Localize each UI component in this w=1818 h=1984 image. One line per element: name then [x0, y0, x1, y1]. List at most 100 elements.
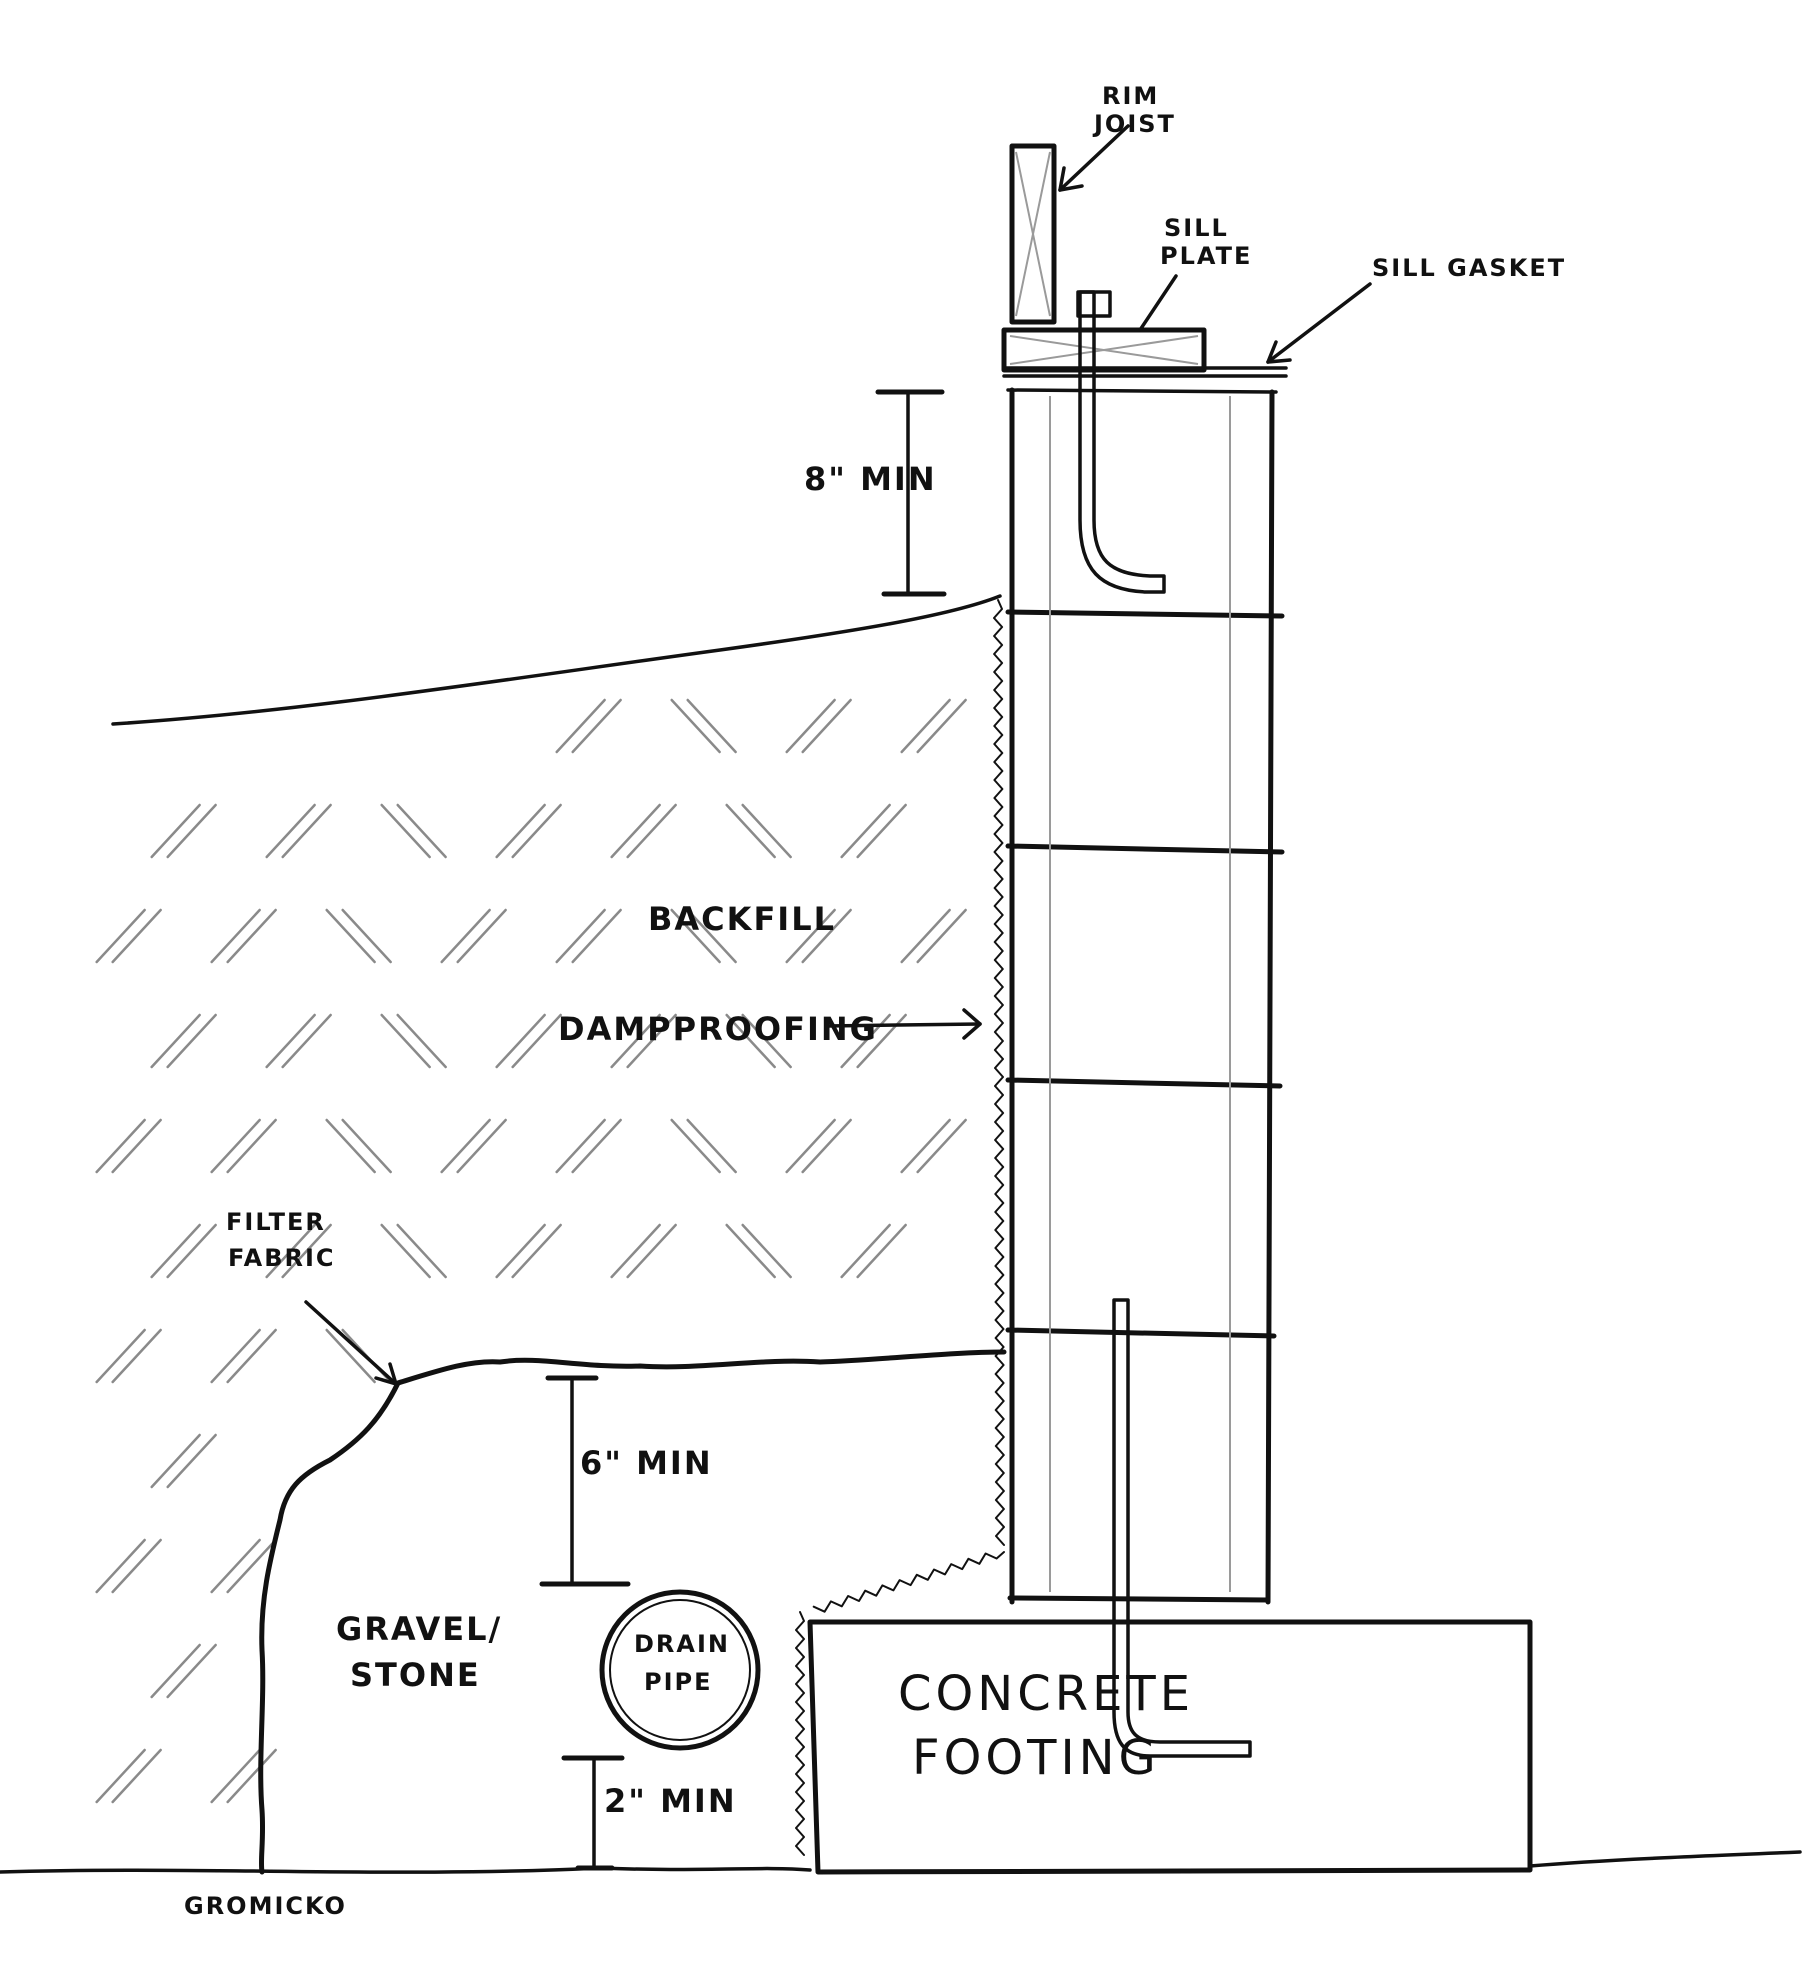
- backfill-hatch-stroke: [555, 1118, 606, 1174]
- label-8-min: 8" MIN: [804, 460, 937, 498]
- block-web-lines: [1049, 396, 1231, 1592]
- backfill-hatching: [95, 698, 967, 1804]
- backfill-hatch-stroke: [456, 908, 507, 964]
- backfill-hatch-stroke: [265, 1013, 316, 1069]
- backfill-hatch-stroke: [150, 803, 201, 859]
- label-dampproofing: DAMPPROOFING: [558, 1010, 878, 1048]
- backfill-hatch-stroke: [341, 908, 392, 964]
- backfill-hatch-stroke: [111, 1748, 162, 1804]
- ground-surface-line: [111, 594, 1002, 726]
- backfill-hatch-stroke: [150, 1013, 201, 1069]
- leader-dampproofing: [824, 1008, 982, 1040]
- backfill-hatch-stroke: [670, 698, 721, 754]
- backfill-hatch-stroke: [900, 698, 951, 754]
- backfill-hatch-stroke: [440, 908, 491, 964]
- label-sill-plate-line1: SILL: [1164, 214, 1229, 242]
- backfill-hatch-stroke: [900, 908, 951, 964]
- backfill-hatch-stroke: [111, 1328, 162, 1384]
- backfill-hatch-stroke: [511, 1013, 562, 1069]
- block-wall: [1005, 387, 1285, 1605]
- backfill-hatch-stroke: [95, 1748, 146, 1804]
- label-gravel-stone-line1: GRAVEL/: [336, 1610, 502, 1648]
- backfill-hatch-stroke: [281, 1013, 332, 1069]
- backfill-hatch-stroke: [166, 1223, 217, 1279]
- backfill-hatch-stroke: [341, 1118, 392, 1174]
- backfill-hatch-stroke: [380, 1223, 431, 1279]
- label-sill-plate-line2: PLATE: [1160, 242, 1252, 270]
- backfill-hatch-stroke: [785, 908, 836, 964]
- block-joint-3: [1005, 843, 1285, 855]
- backfill-hatch-stroke: [265, 803, 316, 859]
- label-drain-pipe-line2: PIPE: [644, 1668, 713, 1696]
- backfill-hatch-stroke: [440, 1118, 491, 1174]
- backfill-hatch-stroke: [610, 1223, 661, 1279]
- label-filter-fabric-line2: FABRIC: [228, 1244, 336, 1272]
- backfill-hatch-stroke: [95, 908, 146, 964]
- label-sill-gasket: SILL GASKET: [1372, 254, 1566, 282]
- filter-fabric-line: [395, 1349, 1007, 1386]
- backfill-hatch-stroke: [840, 1223, 891, 1279]
- backfill-hatch-stroke: [626, 1013, 677, 1069]
- backfill-hatch-stroke: [111, 908, 162, 964]
- backfill-hatch-stroke: [610, 1013, 661, 1069]
- backfill-hatch-stroke: [785, 1118, 836, 1174]
- label-rim-joist-line2: JOIST: [1092, 110, 1176, 138]
- label-filter-fabric-line1: FILTER: [226, 1208, 326, 1236]
- label-rim-joist-line1: RIM: [1102, 82, 1159, 110]
- backfill-hatch-stroke: [741, 1223, 792, 1279]
- backfill-hatch-stroke: [111, 1118, 162, 1174]
- label-2-min: 2" MIN: [604, 1782, 737, 1820]
- backfill-hatch-stroke: [281, 803, 332, 859]
- backfill-hatch-stroke: [670, 1118, 721, 1174]
- backfill-hatch-stroke: [725, 803, 776, 859]
- sill-plate: [1001, 327, 1207, 373]
- backfill-hatch-stroke: [166, 803, 217, 859]
- leader-filter-fabric: [304, 1300, 398, 1386]
- backfill-hatch-stroke: [396, 1223, 447, 1279]
- rim-joist: [1009, 143, 1057, 325]
- backfill-hatch-stroke: [686, 698, 737, 754]
- backfill-hatch-stroke: [281, 1223, 332, 1279]
- leader-sill-gasket: [1266, 282, 1372, 364]
- backfill-hatch-stroke: [210, 1328, 261, 1384]
- backfill-hatch-stroke: [265, 1223, 316, 1279]
- backfill-hatch-stroke: [785, 698, 836, 754]
- backfill-hatch-stroke: [571, 908, 622, 964]
- backfill-hatch-stroke: [511, 1223, 562, 1279]
- backfill-hatch-stroke: [741, 1013, 792, 1069]
- backfill-hatch-stroke: [380, 803, 431, 859]
- backfill-hatch-stroke: [95, 1118, 146, 1174]
- block-joint-4: [1005, 1077, 1283, 1089]
- dampproofing-layer: [993, 599, 1005, 1546]
- backfill-hatch-stroke: [166, 1013, 217, 1069]
- label-concrete-footing-line1: CONCRETE: [898, 1666, 1194, 1722]
- backfill-hatch-stroke: [166, 1433, 217, 1489]
- backfill-hatch-stroke: [150, 1643, 201, 1699]
- backfill-hatch-stroke: [840, 803, 891, 859]
- backfill-hatch-stroke: [226, 1328, 277, 1384]
- backfill-hatch-stroke: [555, 698, 606, 754]
- backfill-hatch-stroke: [916, 1118, 967, 1174]
- dimension-6-min: [539, 1375, 631, 1587]
- backfill-hatch-stroke: [801, 698, 852, 754]
- backfill-hatch-stroke: [456, 1118, 507, 1174]
- backfill-hatch-stroke: [916, 698, 967, 754]
- backfill-hatch-stroke: [856, 1223, 907, 1279]
- backfill-hatch-stroke: [325, 1328, 376, 1384]
- label-6-min: 6" MIN: [580, 1444, 713, 1482]
- backfill-hatch-stroke: [210, 908, 261, 964]
- backfill-hatch-stroke: [610, 803, 661, 859]
- dimension-2-min: [561, 1755, 625, 1871]
- label-backfill: BACKFILL: [648, 900, 836, 938]
- concrete-footing: [807, 1619, 1533, 1875]
- rebar-dowel: [1112, 1298, 1252, 1758]
- bottom-grade-line: [0, 1850, 1802, 1874]
- footing-dampproofing: [795, 1551, 1005, 1856]
- backfill-hatch-stroke: [226, 908, 277, 964]
- backfill-hatch-stroke: [226, 1538, 277, 1594]
- label-concrete-footing-line2: FOOTING: [912, 1730, 1160, 1786]
- backfill-hatch-stroke: [495, 1013, 546, 1069]
- backfill-hatch-stroke: [686, 1118, 737, 1174]
- label-signature: GROMICKO: [184, 1892, 347, 1920]
